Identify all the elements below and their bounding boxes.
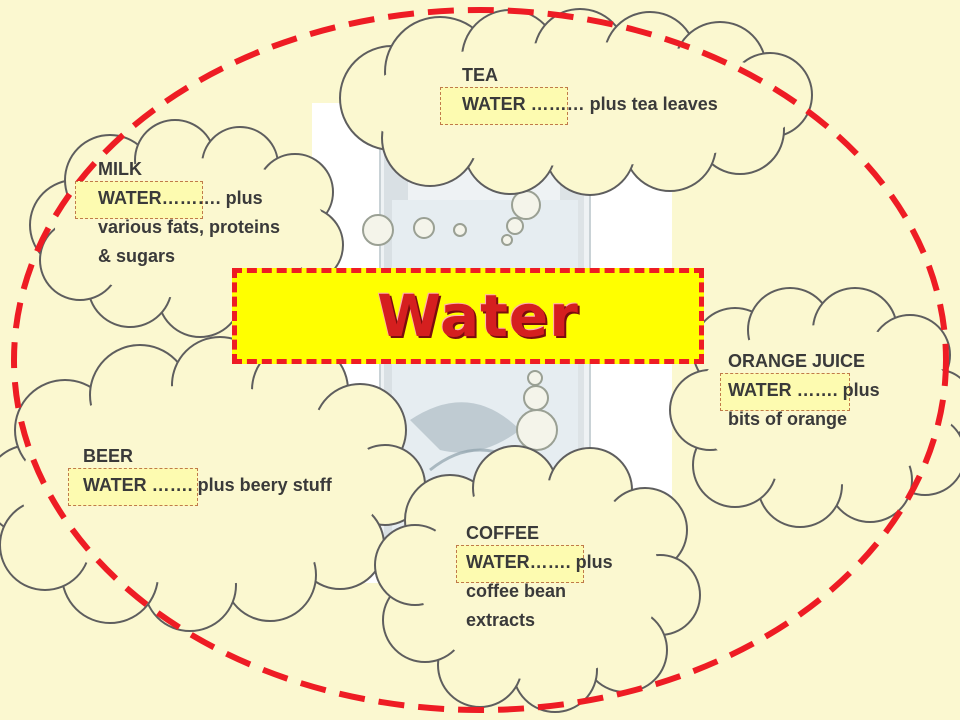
orange-juice-label: ORANGE JUICE WATER ……. plus bits of oran…	[728, 347, 880, 434]
orange-juice-line-1: WATER ……. plus	[728, 380, 880, 400]
beer-title: BEER	[83, 446, 134, 466]
page-title: Water	[377, 282, 579, 350]
title-banner: Water	[232, 268, 704, 364]
milk-title: MILK	[98, 159, 142, 179]
beer-line-1: WATER ……. plus beery stuff	[83, 475, 332, 495]
coffee-line-3: extracts	[466, 610, 536, 630]
milk-line-2: various fats, proteins	[98, 217, 281, 237]
coffee-title: COFFEE	[466, 523, 540, 543]
orange-juice-title: ORANGE JUICE	[728, 351, 866, 371]
highlight-beer	[68, 468, 198, 506]
highlight-coffee	[456, 545, 584, 583]
milk-line-1: WATER………. plus	[98, 188, 263, 208]
tea-label: TEA WATER ……… plus tea leaves	[462, 61, 718, 119]
highlight-orange	[720, 373, 850, 411]
tea-title: TEA	[462, 65, 498, 85]
highlight-milk	[75, 181, 203, 219]
tea-line-1: WATER ……… plus tea leaves	[462, 94, 718, 114]
highlight-tea	[440, 87, 568, 125]
beer-label: BEER WATER ……. plus beery stuff	[83, 442, 332, 500]
coffee-line-2: coffee bean	[466, 581, 567, 601]
milk-line-3: & sugars	[98, 246, 176, 266]
coffee-label: COFFEE WATER……. plus coffee bean extract…	[466, 519, 613, 635]
milk-label: MILK WATER………. plus various fats, protei…	[98, 155, 280, 271]
dashed-oval-border	[11, 7, 949, 713]
cloud-orange-juice	[669, 287, 960, 528]
orange-juice-line-2: bits of orange	[728, 409, 848, 429]
coffee-line-1: WATER……. plus	[466, 552, 613, 572]
